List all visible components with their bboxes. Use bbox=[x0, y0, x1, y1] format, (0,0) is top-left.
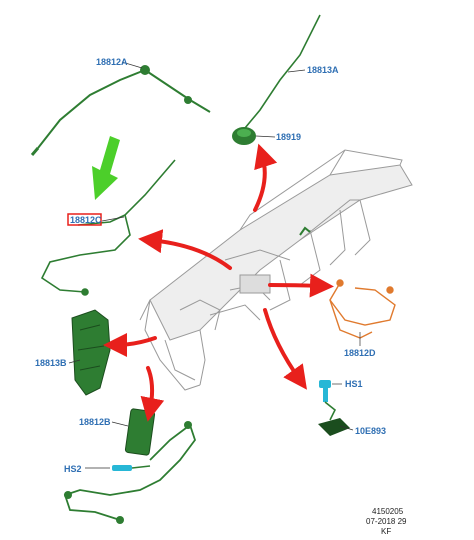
part-labels: 18812A 18813A 18919 18812C 18812D 18813B… bbox=[35, 57, 386, 474]
label-18812B: 18812B bbox=[79, 417, 111, 427]
label-HS1: HS1 bbox=[345, 379, 363, 389]
label-18812D: 18812D bbox=[344, 348, 376, 358]
harness-18812C bbox=[40, 159, 176, 296]
highlight-box-18812C bbox=[67, 213, 102, 226]
sensor-HS1 bbox=[319, 380, 331, 402]
label-18813B: 18813B bbox=[35, 358, 67, 368]
panel-18813B bbox=[71, 309, 111, 396]
date-code: 07-2018 29 bbox=[366, 517, 407, 526]
arrow-to-18812D bbox=[268, 273, 334, 298]
arrow-to-18813B bbox=[103, 332, 157, 357]
label-18813A: 18813A bbox=[307, 65, 339, 75]
leader-lines bbox=[68, 61, 361, 469]
ref-number: 4150205 bbox=[372, 507, 404, 516]
label-18812A: 18812A bbox=[96, 57, 128, 67]
drawing-reference: 4150205 07-2018 29 KF bbox=[366, 507, 407, 536]
label-10E893: 10E893 bbox=[355, 426, 386, 436]
module-10E893 bbox=[318, 401, 350, 436]
label-18812C: 18812C bbox=[70, 215, 102, 225]
harness-18812D bbox=[329, 279, 396, 339]
harness-18813A bbox=[244, 14, 321, 129]
label-18919: 18919 bbox=[276, 132, 301, 142]
arrow-to-18812C bbox=[138, 229, 232, 270]
arrow-to-18919 bbox=[253, 143, 278, 212]
sensor-HS2 bbox=[112, 465, 151, 471]
red-callout-arrows bbox=[103, 143, 334, 422]
vehicle-body-structure bbox=[139, 149, 413, 391]
label-HS2: HS2 bbox=[64, 464, 82, 474]
harness-18812A bbox=[30, 65, 211, 156]
antenna-module-18919 bbox=[232, 127, 256, 145]
arrow-to-18812B bbox=[140, 366, 165, 422]
arrow-to-HS1 bbox=[263, 308, 307, 390]
initials: KF bbox=[381, 527, 391, 536]
green-down-arrow-icon bbox=[92, 136, 120, 200]
